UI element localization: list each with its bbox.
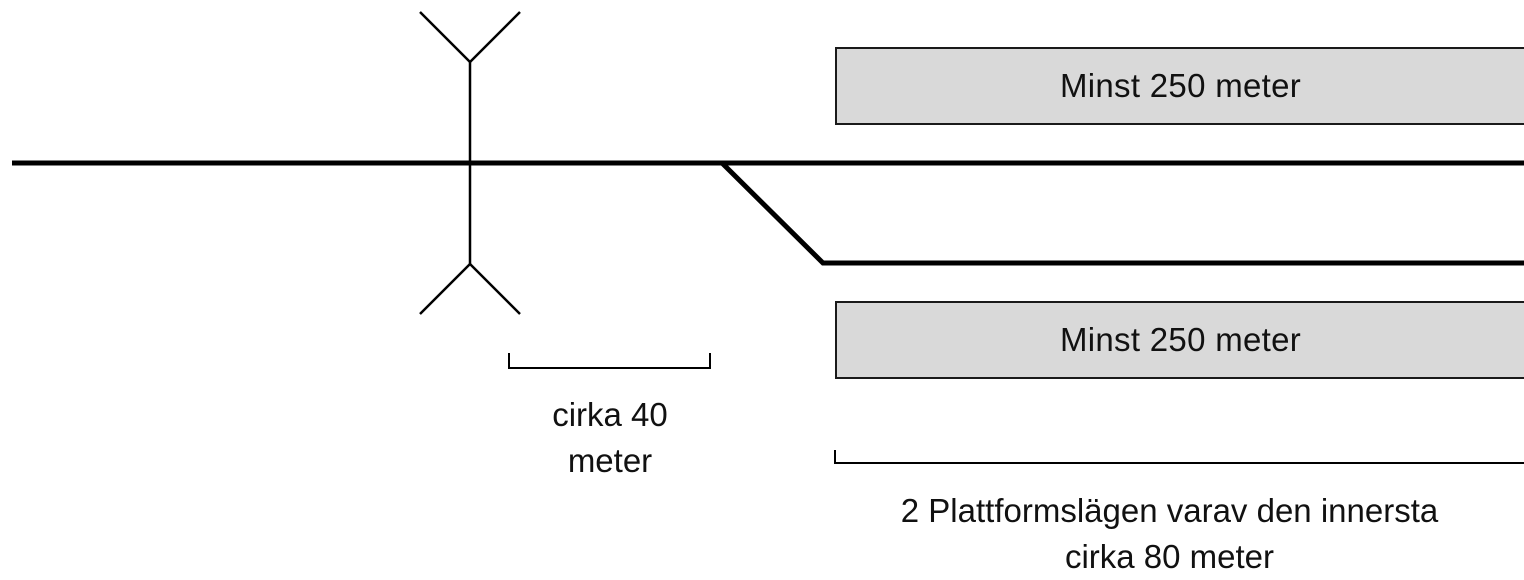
dimension-bracket-platform <box>834 450 1524 464</box>
siding-track-line <box>720 161 1524 266</box>
dimension-label-platform-line2: cirka 80 meter <box>1064 538 1275 575</box>
dimension-bracket-40m <box>508 353 711 369</box>
platform-bottom-label: Minst 250 meter <box>1059 321 1302 358</box>
signal-symbol <box>419 11 521 315</box>
platform-top: Minst 250 meter <box>835 47 1524 125</box>
dimension-label-platform-line1: 2 Plattformslägen varav den innersta <box>900 492 1439 529</box>
platform-top-label: Minst 250 meter <box>1059 67 1302 104</box>
platform-bottom: Minst 250 meter <box>835 301 1524 379</box>
dimension-label-40m-line1: cirka 40 <box>552 396 668 433</box>
dimension-label-40m: cirka 40 meter <box>505 392 715 484</box>
dimension-label-40m-line2: meter <box>567 442 653 479</box>
dimension-label-platform: 2 Plattformslägen varav den innersta cir… <box>815 488 1524 580</box>
